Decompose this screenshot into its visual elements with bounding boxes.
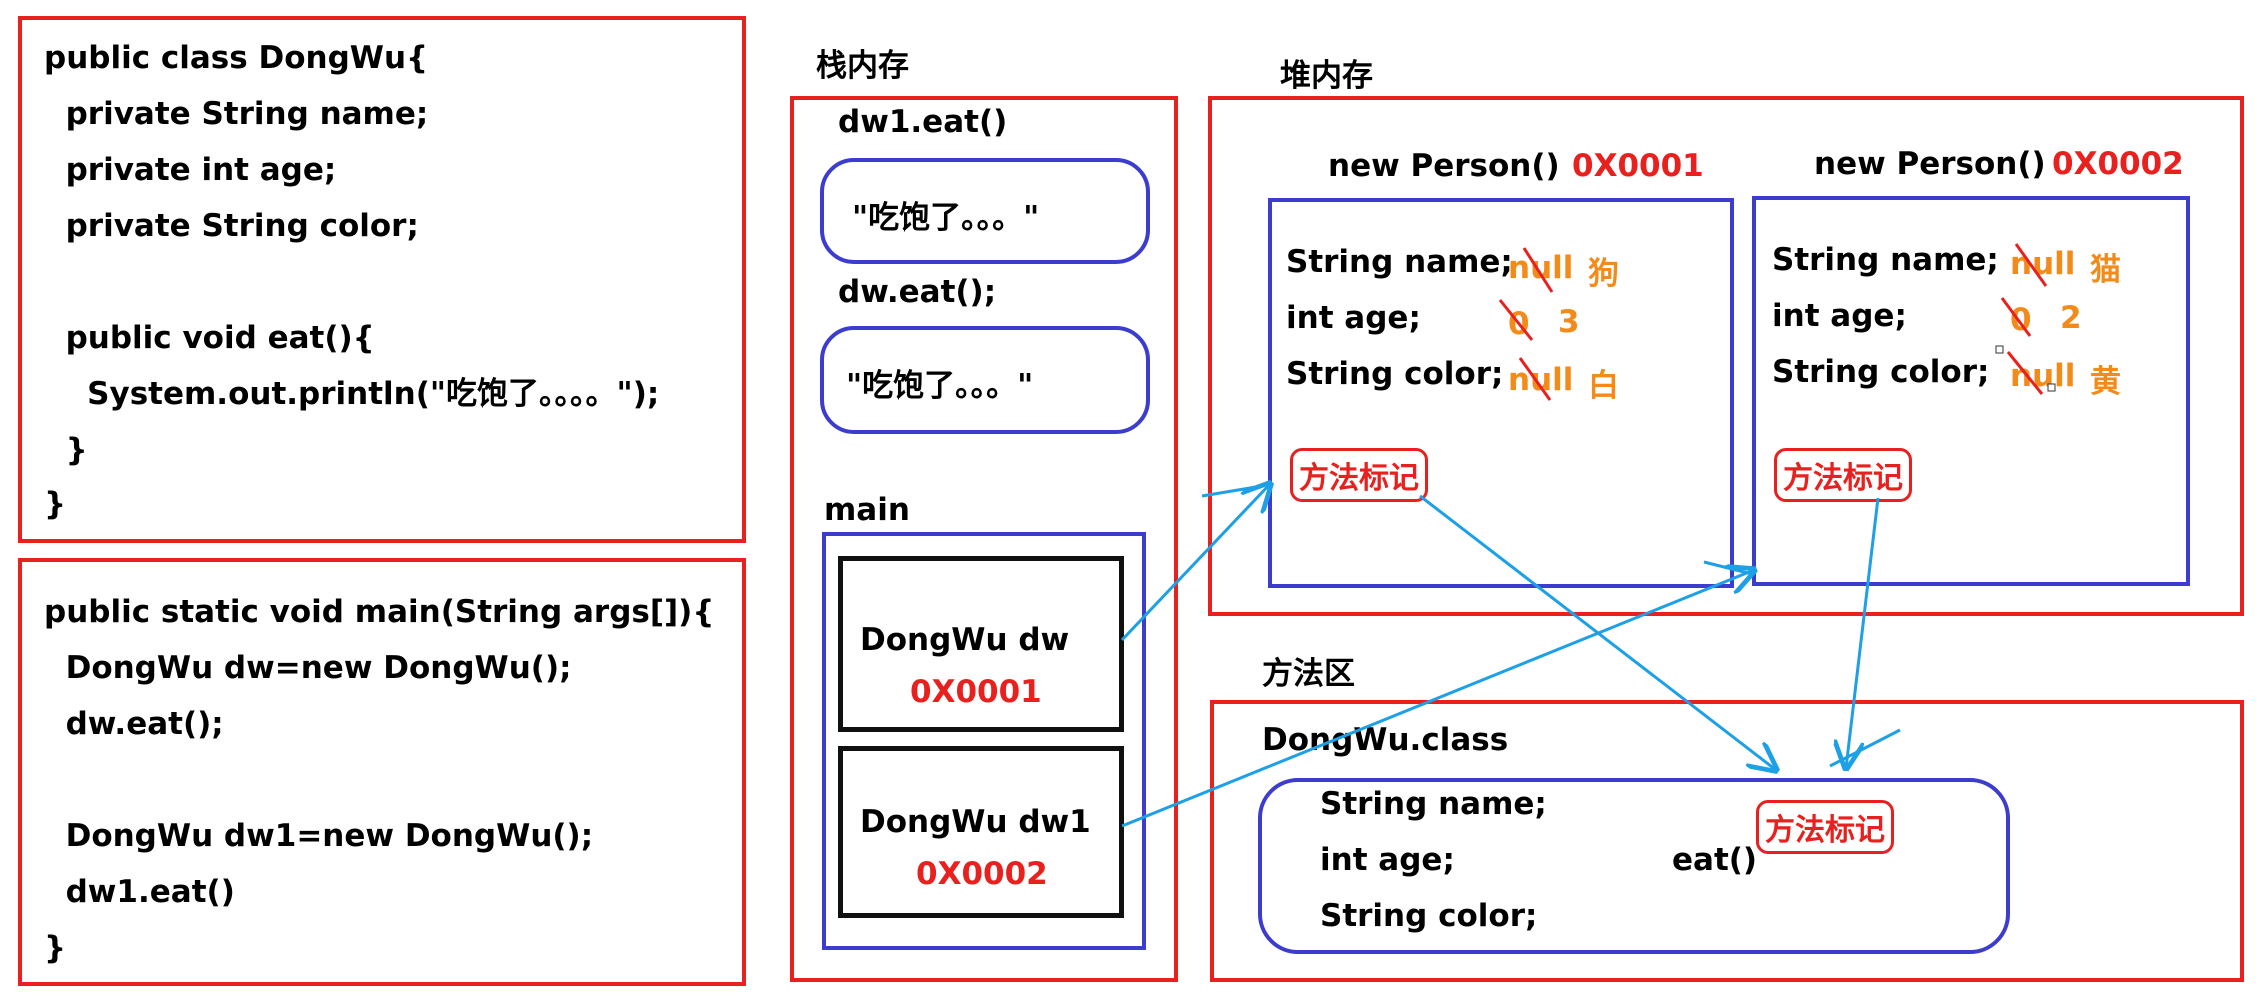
heap-object-2 [1752, 196, 2190, 586]
frame1-pill [820, 158, 1150, 264]
arrow-head-extra [1201, 484, 1263, 498]
var-dw1-box [838, 746, 1124, 918]
code-line: public void eat(){ [44, 320, 375, 356]
frame1-label: dw1.eat() [838, 104, 1008, 140]
arrow-obj2-to-method [1846, 497, 1880, 768]
obj1-new-name: 狗 [1588, 256, 1619, 292]
class-method: eat() [1672, 842, 1758, 878]
var-dw1-name: DongWu dw1 [860, 804, 1091, 840]
main-code-box: public static void main(String args[]){ … [18, 558, 746, 986]
strike-marks [1498, 243, 2048, 401]
main-frame [822, 532, 1146, 950]
heap-object-1 [1268, 198, 1734, 588]
strike-mark [1498, 299, 1534, 341]
arrow-head-extra [1829, 728, 1901, 768]
code-line: DongWu dw1=new DongWu(); [44, 818, 594, 854]
code-line: DongWu dw=new DongWu(); [44, 650, 572, 686]
code-line: } [44, 432, 88, 468]
obj2-method-tag: 方法标记 [1774, 448, 1912, 502]
selection-handle [2047, 383, 2056, 392]
method-area-box [1210, 700, 2244, 982]
obj1-field-color: String color; [1286, 356, 1504, 392]
obj2-address: 0X0002 [2052, 146, 2184, 182]
var-dw-addr: 0X0001 [910, 674, 1042, 710]
arrow-obj1-to-method [1419, 494, 1776, 770]
code-line: public class DongWu{ [44, 40, 429, 76]
frame2-pill [820, 326, 1150, 434]
heap-title: 堆内存 [1280, 58, 1373, 94]
obj1-old-name: null [1508, 250, 1574, 286]
heap-box [1208, 96, 2244, 616]
obj2-header: new Person() [1814, 146, 2046, 182]
arrow-dw1-to-obj2 [1121, 570, 1754, 828]
class-field-age: int age; [1320, 842, 1455, 878]
obj1-address: 0X0001 [1572, 148, 1704, 184]
class-code-box: public class DongWu{ private String name… [18, 16, 746, 543]
obj1-new-age: 3 [1558, 304, 1580, 340]
frame2-text: "吃饱了。。。" [846, 368, 1034, 404]
code-line: private int age; [44, 152, 337, 188]
code-line: } [44, 486, 67, 522]
obj1-method-tag: 方法标记 [1290, 448, 1428, 502]
obj2-new-color: 黄 [2090, 364, 2121, 400]
obj1-field-name: String name; [1286, 244, 1513, 280]
code-line: } [44, 930, 67, 966]
obj2-field-name: String name; [1772, 242, 1999, 278]
code-line: public static void main(String args[]){ [44, 594, 715, 630]
obj2-field-age: int age; [1772, 298, 1907, 334]
code-line: dw.eat(); [44, 706, 224, 742]
obj2-field-color: String color; [1772, 354, 1990, 390]
frame1-text: "吃饱了。。。" [852, 200, 1040, 236]
code-line: dw1.eat() [44, 874, 235, 910]
code-line: private String color; [44, 208, 419, 244]
code-line: private String name; [44, 96, 429, 132]
obj1-header: new Person() [1328, 148, 1560, 184]
arrow-head-extra [1703, 560, 1753, 576]
obj1-new-color: 白 [1588, 368, 1619, 404]
class-field-color: String color; [1320, 898, 1538, 934]
obj1-old-color: null [1508, 362, 1574, 398]
main-frame-label: main [824, 492, 910, 528]
strike-mark [1522, 247, 1554, 293]
method-area-title: 方法区 [1262, 656, 1355, 692]
stack-box [790, 96, 1178, 982]
strike-mark [1518, 357, 1552, 401]
class-info-pill [1258, 778, 2010, 954]
var-dw-name: DongWu dw [860, 622, 1070, 658]
strike-mark [2006, 351, 2044, 395]
frame2-label: dw.eat(); [838, 274, 997, 310]
obj2-old-color: null [2010, 358, 2076, 394]
obj1-field-age: int age; [1286, 300, 1421, 336]
stack-title: 栈内存 [816, 48, 909, 84]
strike-mark [2000, 297, 2032, 337]
selection-handle [1995, 345, 2004, 354]
arrow-dw-to-obj1 [1120, 484, 1270, 642]
var-dw-box [838, 556, 1124, 732]
obj2-new-name: 猫 [2090, 252, 2121, 288]
class-field-name: String name; [1320, 786, 1547, 822]
class-method-tag: 方法标记 [1756, 800, 1894, 854]
obj2-new-age: 2 [2060, 300, 2082, 336]
strike-mark [2014, 243, 2048, 287]
code-line: System.out.println("吃饱了。。。。"); [44, 376, 660, 412]
var-dw1-addr: 0X0002 [916, 856, 1048, 892]
